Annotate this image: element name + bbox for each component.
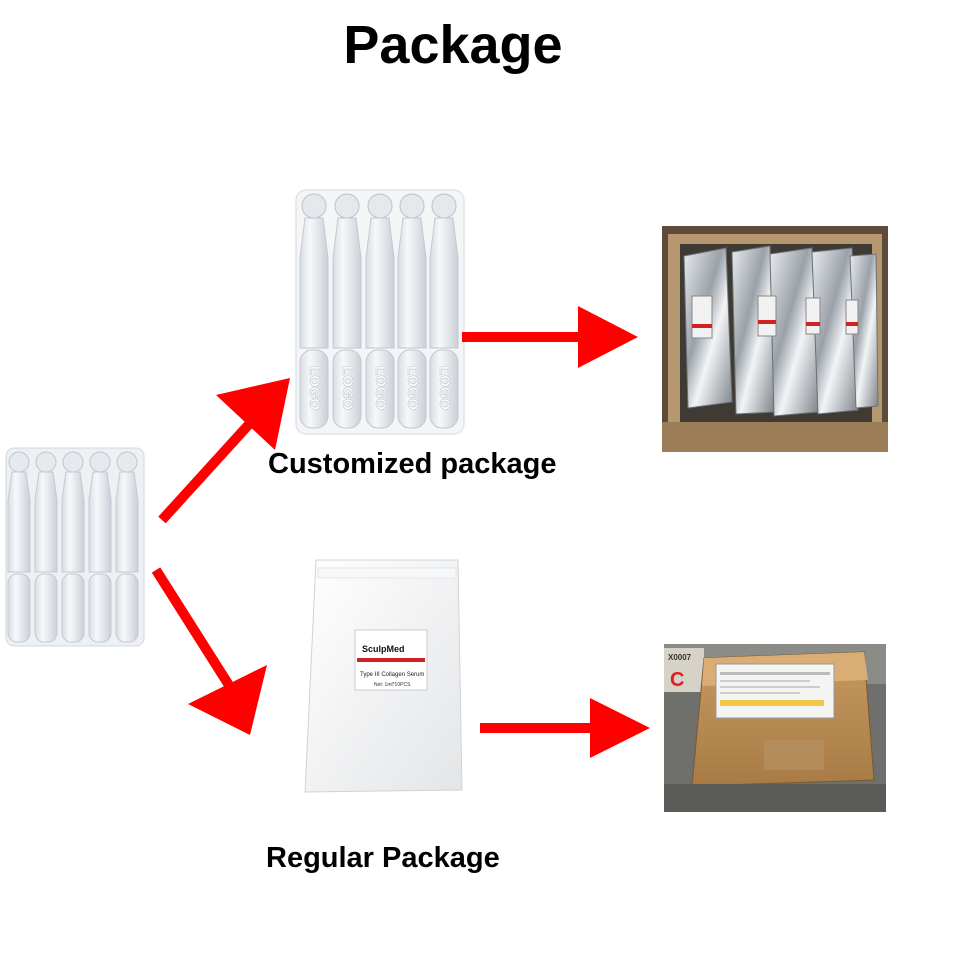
pouch-net: Net: 1ml*10PCS [374,682,411,688]
arrow-to-shipping-box [480,698,650,758]
arrow-to-customized [158,378,290,524]
regular-package-caption: Regular Package [266,842,500,874]
vial [397,193,427,429]
vial [365,193,395,429]
vial-strip-customized: LOGO LOGO LOGO LOGO LOGO [295,189,465,435]
vial-logo-text: LOGO [436,366,453,410]
regular-pouch: SculpMed Type III Collagen Serum Net: 1m… [304,559,463,793]
vial-strip-left [5,447,145,647]
vial [7,451,31,643]
arrow-to-carton [462,306,638,368]
vial [429,193,459,429]
page-title: Package [343,15,563,75]
vial [299,193,329,429]
vial-logo-text: LOGO [339,366,356,410]
vial-logo-text: LOGO [306,366,323,410]
shipping-box-photo: X0007 C [664,644,886,812]
vial-logo-text: LOGO [404,366,421,410]
vial [34,451,58,643]
vial [61,451,85,643]
vial [332,193,362,429]
box-side-label: X0007 [668,653,692,662]
pouch-product: Type III Collagen Serum [360,672,424,678]
pouch-brand: SculpMed [362,644,405,654]
vial [88,451,112,643]
customized-package-caption: Customized package [268,448,557,480]
vial [115,451,139,643]
box-side-letter: C [670,669,684,691]
arrow-to-regular [151,567,267,735]
carton-foil-bags-photo [662,226,888,452]
vial-logo-text: LOGO [372,366,389,410]
